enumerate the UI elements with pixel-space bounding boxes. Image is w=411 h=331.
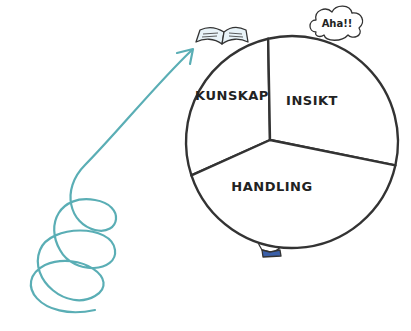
spiral-arrow <box>31 50 192 312</box>
circle-sector: HANDLING <box>188 137 399 251</box>
book-lines <box>202 33 243 37</box>
bubble-text: Aha!! <box>322 18 353 29</box>
sector-label: HANDLING <box>231 179 312 194</box>
book-icon <box>196 28 248 44</box>
sector-label: KUNSKAP <box>195 88 269 103</box>
cloud-shape <box>310 6 363 40</box>
arrow-head <box>177 49 193 64</box>
sector-label: INSIKT <box>286 93 338 108</box>
sector-outline <box>188 137 399 251</box>
book-page-left <box>196 28 224 44</box>
thought-bubble: Aha!! <box>306 2 368 42</box>
hand-cuff <box>262 250 281 257</box>
book-page-right <box>222 28 248 44</box>
sector-shape <box>191 140 395 248</box>
